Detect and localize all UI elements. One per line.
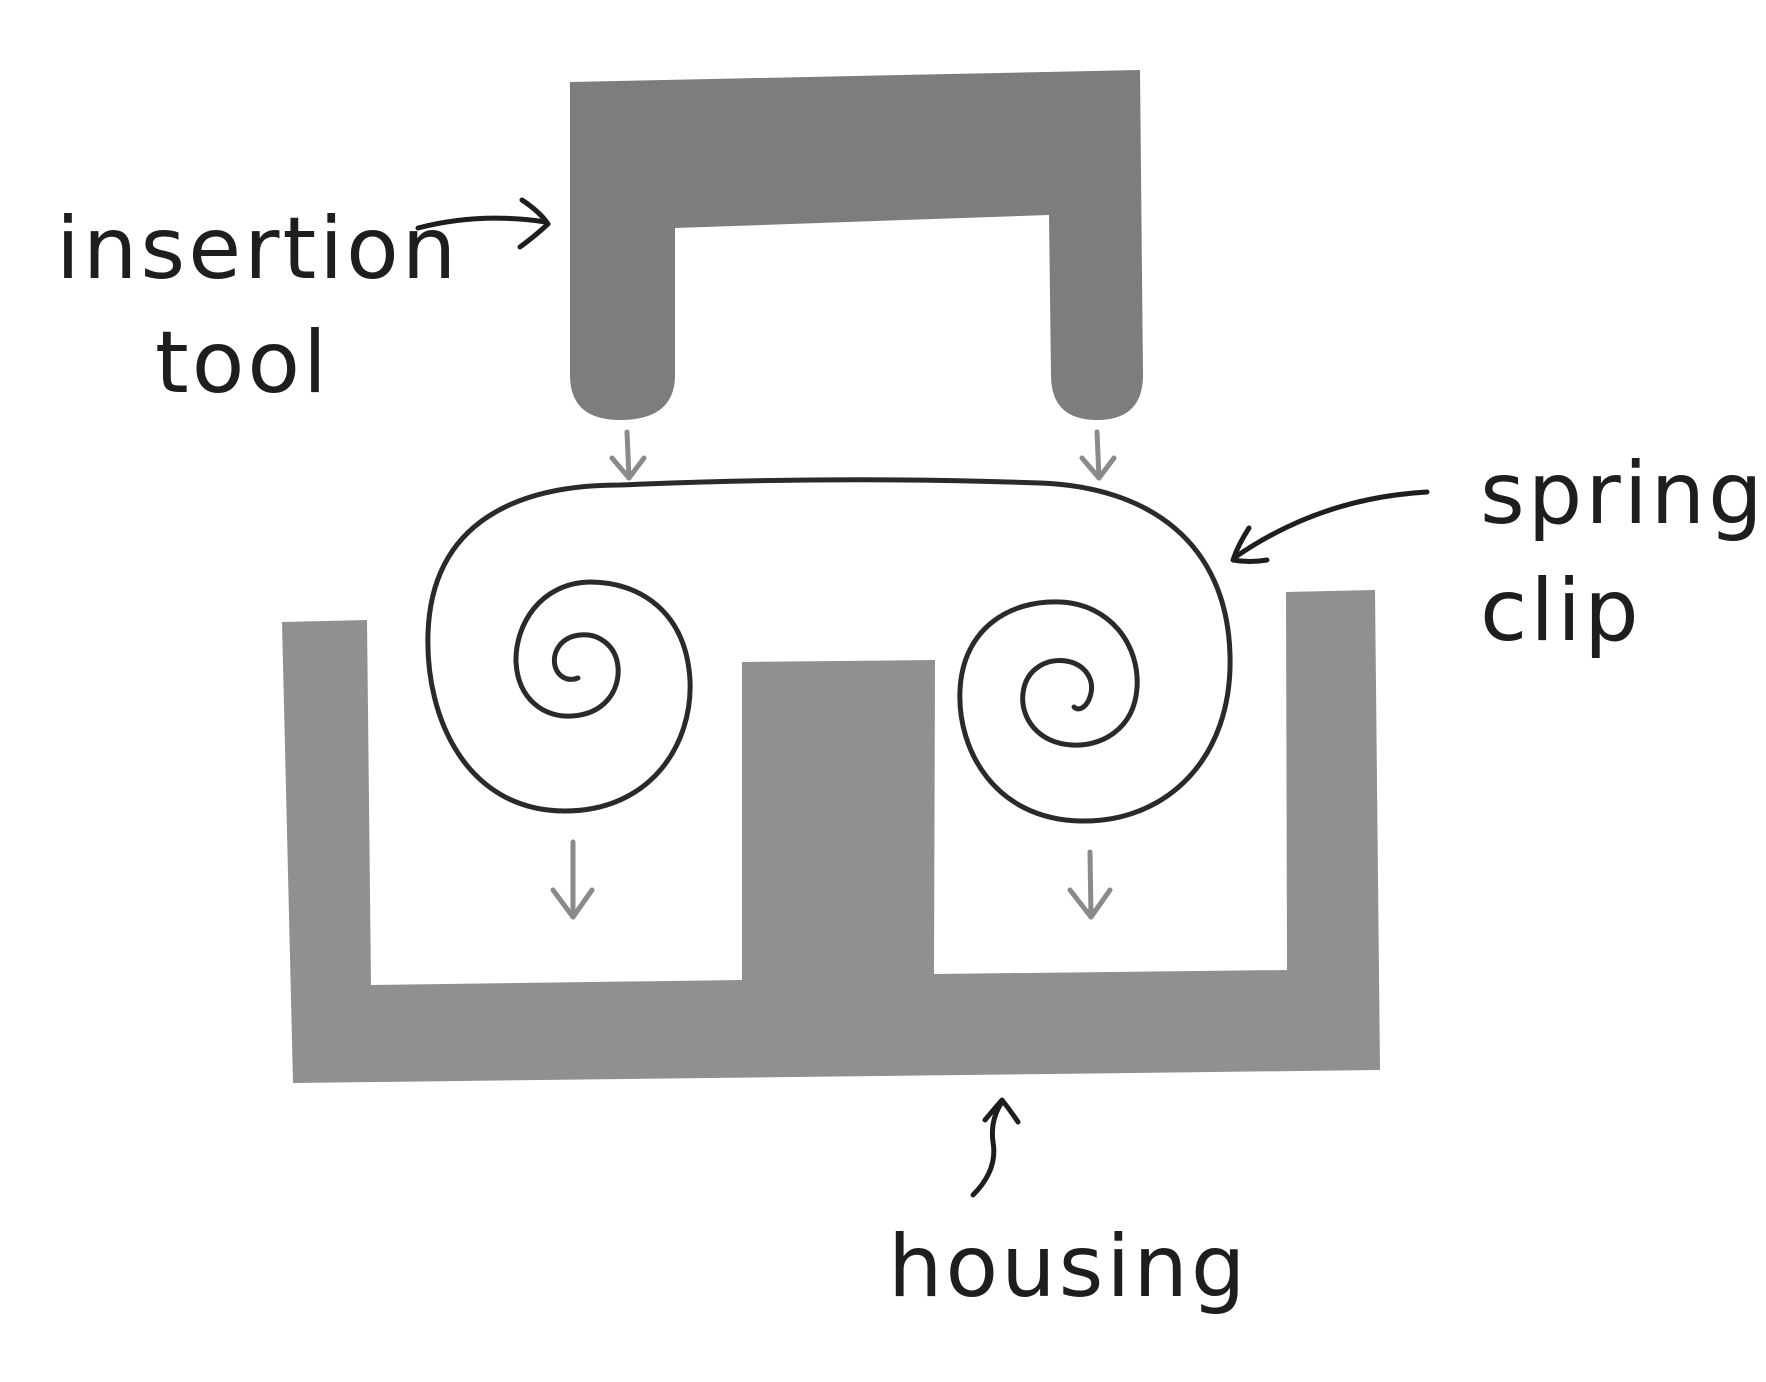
spring-clip-label-line1: spring bbox=[1480, 444, 1766, 544]
down-arrow-icon bbox=[1067, 849, 1113, 920]
spring-clip-left-spiral bbox=[513, 579, 693, 814]
down-arrow-icon bbox=[550, 839, 595, 920]
down-arrow-icon bbox=[609, 429, 647, 481]
down-arrow-icon bbox=[1079, 429, 1117, 481]
spring-clip-label-line2: clip bbox=[1480, 561, 1642, 661]
housing-pointer-arrow-icon bbox=[970, 1097, 1021, 1198]
housing bbox=[282, 590, 1380, 1083]
insertion-tool bbox=[570, 70, 1143, 420]
insertion-tool-label-line1: insertion bbox=[56, 199, 459, 299]
housing-label: housing bbox=[888, 1217, 1248, 1317]
insertion-tool-label-line2: tool bbox=[155, 313, 330, 413]
insertion-tool-pointer-arrow-icon bbox=[415, 197, 551, 250]
spring-clip-pointer-arrow-icon bbox=[1230, 489, 1430, 564]
spring-clip bbox=[425, 477, 1233, 824]
